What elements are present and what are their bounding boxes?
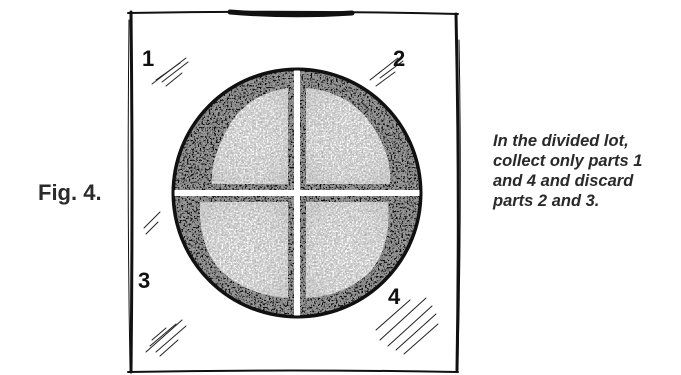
- divided-circle: [170, 66, 424, 320]
- part-number-3: 3: [138, 268, 150, 293]
- part-number-1: 1: [142, 46, 154, 71]
- part-number-2: 2: [393, 46, 405, 71]
- part-number-4: 4: [388, 284, 401, 309]
